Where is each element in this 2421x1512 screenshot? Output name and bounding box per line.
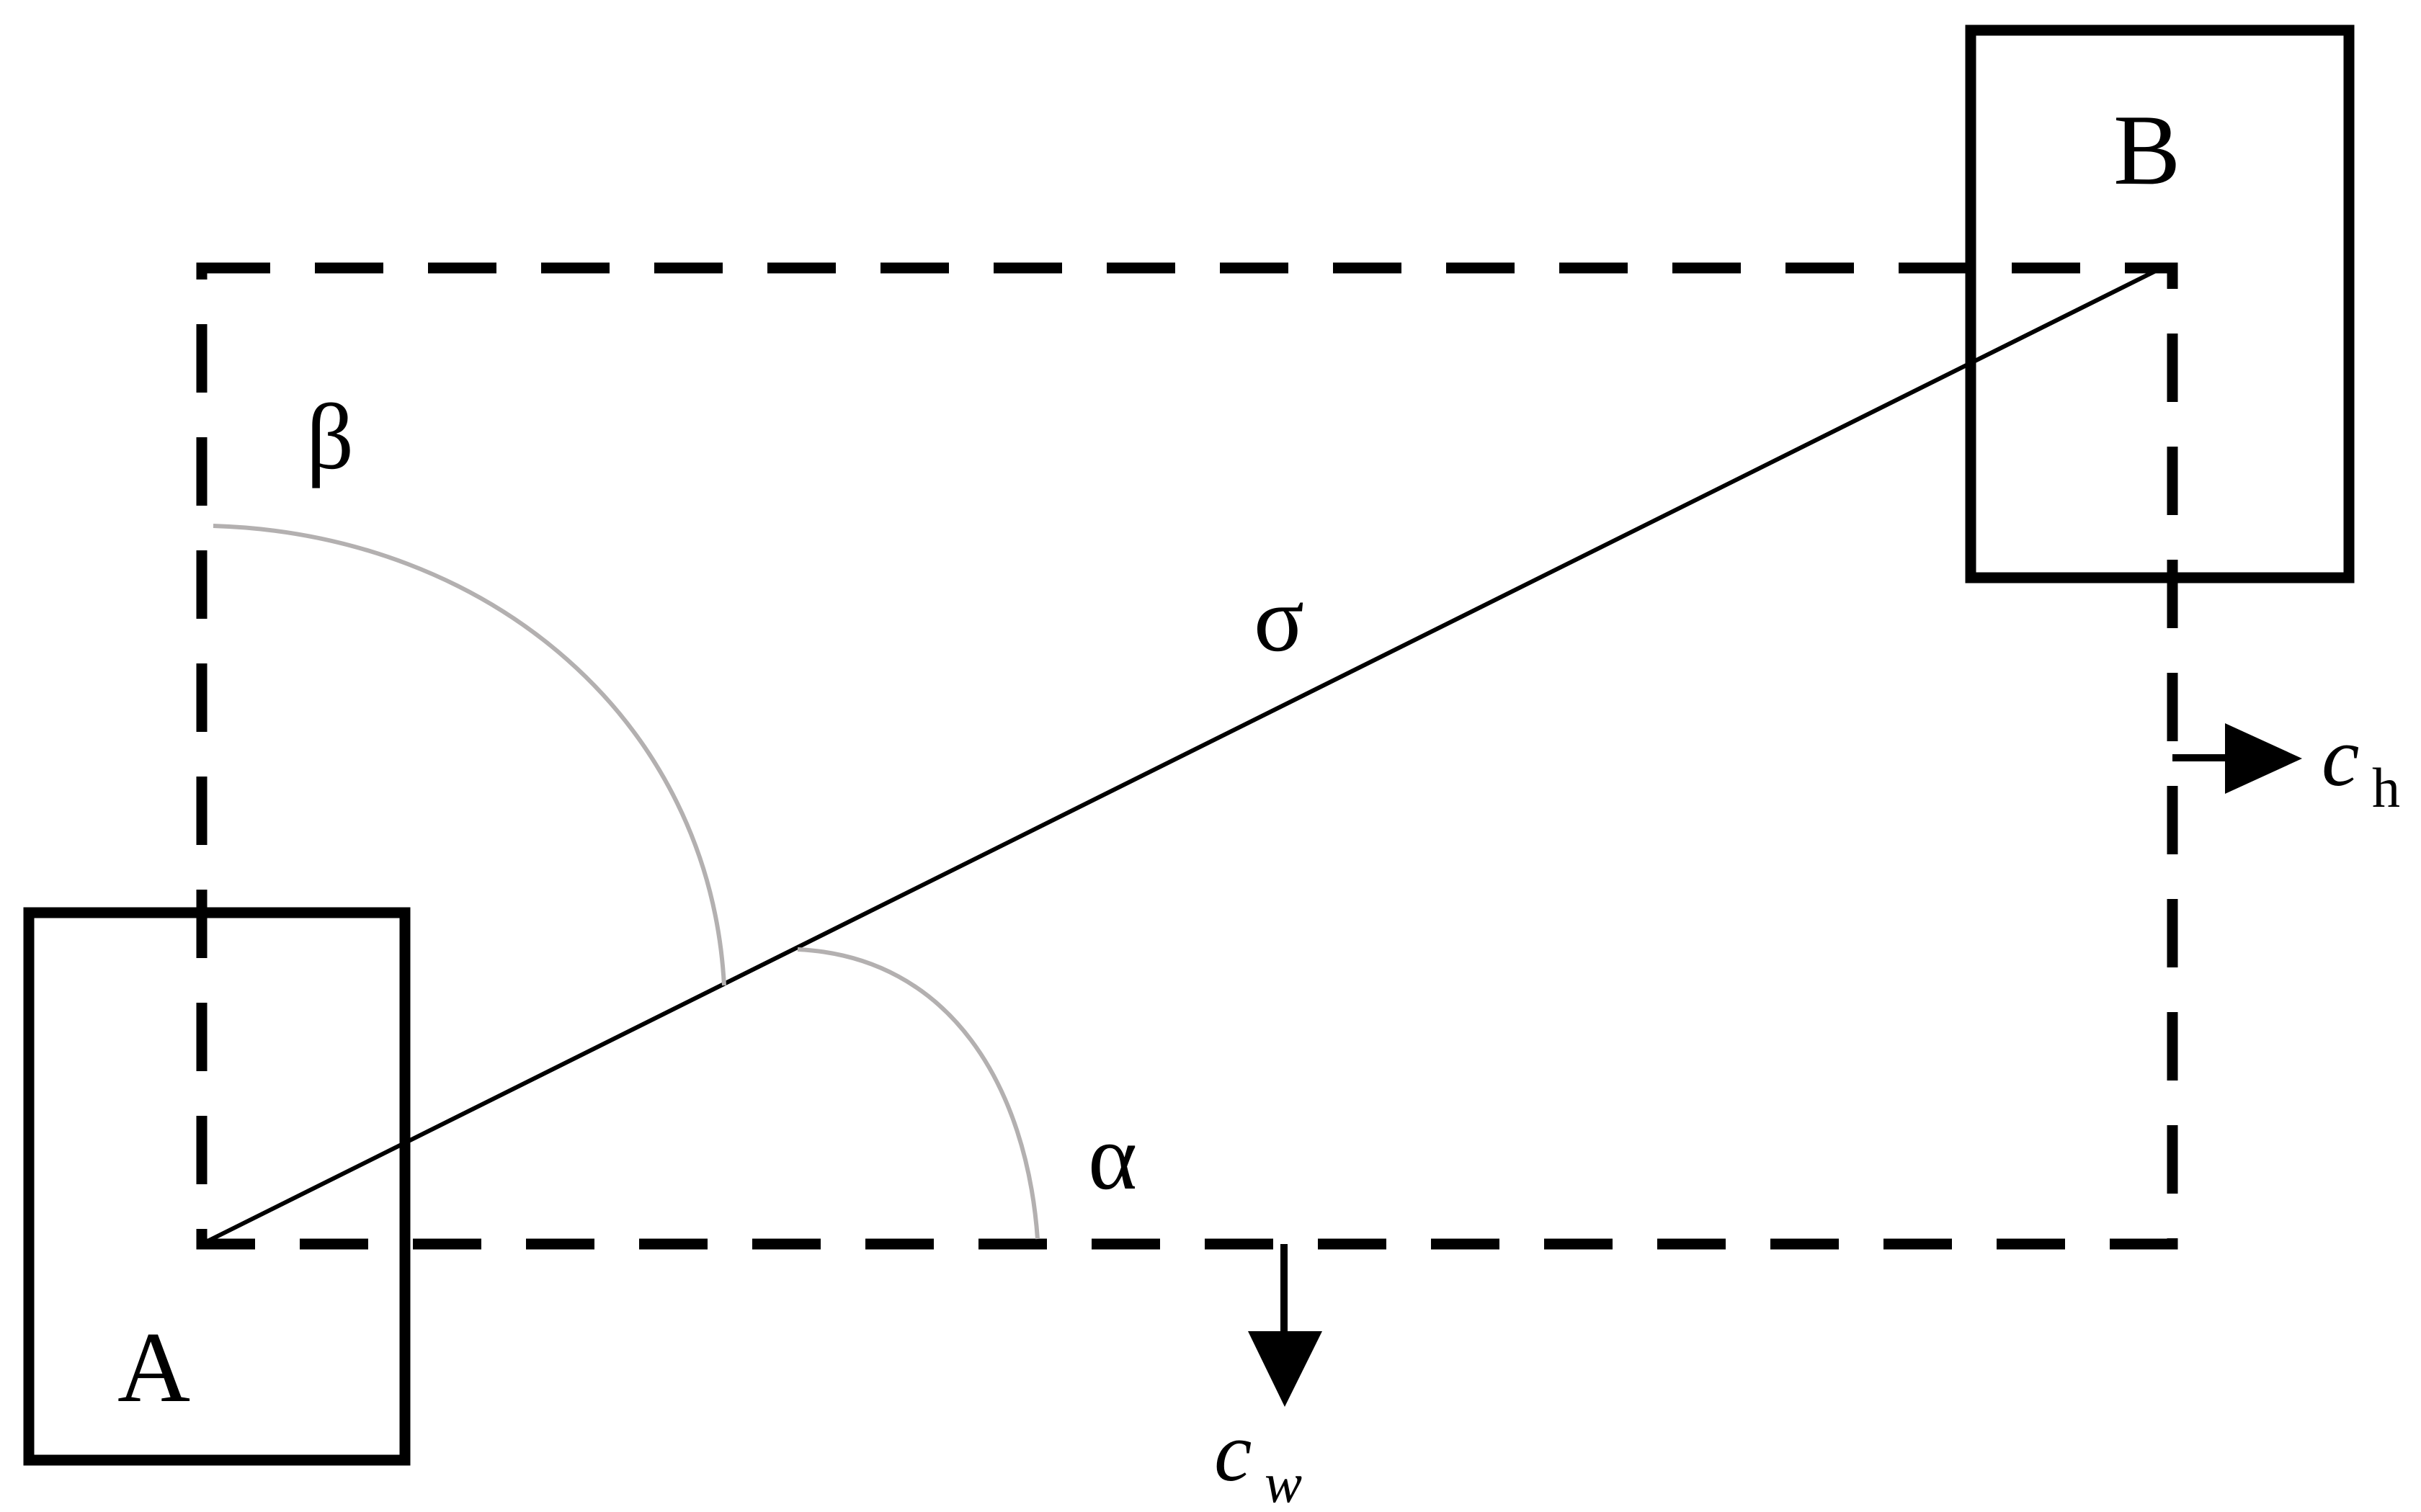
angle-alpha-label: α [1088,1106,1137,1209]
center-width-arrowhead [1248,1331,1322,1407]
box-a [23,907,411,1466]
box-b-label: B [2113,94,2180,206]
center-width-symbol: c [1214,1405,1252,1499]
angle-alpha-arc [797,947,1040,1240]
center-height-label: c h [2322,710,2400,819]
angle-beta-label: β [306,385,354,489]
distance-label: σ [1254,568,1304,671]
box-a-label: A [117,1312,190,1423]
angle-beta-arc [213,524,726,986]
center-height-symbol: c [2322,710,2359,804]
center-width-subscript: w [1265,1451,1302,1512]
box-b [1965,24,2355,583]
center-height-subscript: h [2372,756,2400,819]
center-height-arrowhead [2225,723,2302,794]
distance-line [200,266,2163,1246]
center-width-label: c w [1214,1405,1302,1512]
